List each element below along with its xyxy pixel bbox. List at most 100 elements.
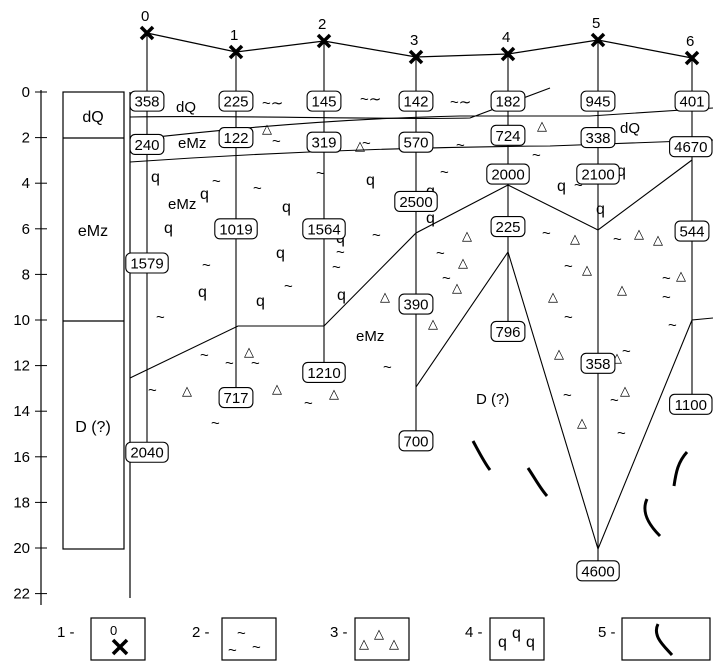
depth-tick-label: 6 [22,221,30,238]
s-curve-group [471,440,689,538]
value-label: 570 [403,135,428,152]
svg-text:~: ~ [617,425,626,442]
depth-tick-label: 12 [13,358,30,375]
section-labels: dQ eMz eMz eMz D (?) dQ [168,99,640,408]
svg-text:△: △ [452,280,462,295]
svg-text:~: ~ [440,164,449,181]
value-label: 724 [495,128,520,145]
lithology-symbols: ~∼~∼~∼ ~~~ ~~~ ~~~ ~~~ ~~~ ~~~ ~~~ ~~~ ~… [148,91,689,538]
svg-text:q: q [366,172,375,189]
value-box [490,320,526,342]
svg-text:~: ~ [362,135,371,152]
svg-text:q: q [596,201,605,218]
value-label: 142 [403,94,428,111]
value-box [218,90,254,112]
value-label: 122 [223,130,248,147]
svg-text:~: ~ [336,244,345,261]
legend-number: 4 - [465,624,483,641]
svg-text:q: q [200,186,209,203]
legend-box-station-marker [90,617,146,661]
wavy-sign-icon: ~ [252,639,261,656]
station-label: 0 [141,8,149,25]
section-label: eMz [356,328,384,345]
svg-text:~: ~ [316,165,325,182]
svg-text:△: △ [329,386,339,401]
stratigraphic-column: dQ eMz D (?) [62,91,131,598]
value-label: 4600 [581,563,614,580]
depth-tick-label: 2 [22,130,30,147]
value-label: 717 [223,390,248,407]
svg-text:~: ~ [564,258,573,275]
svg-text:~: ~ [211,415,220,432]
svg-text:q: q [276,245,285,262]
wavy-sign-icon: ~ [228,642,237,659]
svg-text:△: △ [653,232,663,247]
station-label: 5 [592,15,600,32]
value-box [580,90,616,112]
triangle-sign-icon: △ [389,636,399,651]
value-box [674,90,710,112]
legend-number: 2 - [192,624,210,641]
legend: 1 - 0 2 - ~ ~ ~ 3 - △ △ △ 4 - q q q 5 - [57,617,711,661]
station-marker-icon [590,32,606,48]
value-box [214,218,258,240]
station-label: 6 [686,33,694,50]
svg-text:△: △ [620,383,630,398]
svg-text:~: ~ [662,289,671,306]
svg-text:~: ~ [253,180,262,197]
value-box [129,133,165,155]
svg-text:△: △ [262,121,272,136]
svg-text:q: q [337,287,346,304]
value-label: 2000 [491,167,524,184]
svg-text:~: ~ [456,137,465,154]
svg-text:△: △ [676,268,686,283]
depth-tick-label: 16 [13,449,30,466]
svg-text:~: ~ [304,395,313,412]
depth-tick-label: 10 [13,312,30,329]
svg-text:~: ~ [148,382,157,399]
value-box [306,90,342,112]
value-label: 1100 [675,397,707,414]
value-box [398,90,434,112]
layer-boundaries [129,87,713,551]
svg-text:△: △ [182,383,192,398]
value-label: 945 [585,94,610,111]
svg-text:q: q [557,178,566,195]
svg-text:△: △ [554,346,564,361]
q-sign-icon: q [526,634,535,651]
value-label: 1564 [307,221,340,238]
svg-text:~: ~ [251,355,260,372]
svg-text:~: ~ [156,309,165,326]
value-label: 2500 [399,194,432,211]
triangle-sign-group: △△△ △△△ △△△ △△△ △△△ △△△ △△△ △△ [182,118,686,430]
value-label: 225 [223,94,248,111]
value-box [576,560,620,582]
value-box [669,136,713,158]
svg-text:~: ~ [284,278,293,295]
depth-tick-label: 8 [22,266,30,283]
value-label: 2040 [130,445,163,462]
station-label: 1 [230,27,238,44]
value-box [486,163,530,185]
station-marker-icon [111,638,129,656]
svg-text:q: q [151,169,160,186]
svg-text:q: q [617,163,626,180]
value-boxes: 3582401579204022512210197171453191564121… [125,90,713,582]
q-sign-icon: q [512,625,521,642]
svg-text:△: △ [244,344,254,359]
value-label: 796 [495,324,520,341]
value-box [490,215,526,238]
svg-text:△: △ [537,118,547,133]
value-label: 358 [585,356,610,373]
depth-tick-label: 14 [13,403,30,420]
svg-text:~: ~ [613,231,622,248]
station-marker-icon [228,44,244,60]
value-label: 182 [495,94,520,111]
value-box [129,90,165,112]
boundary-emz-upper [129,139,713,163]
depth-tick-label: 4 [22,175,30,192]
legend-box-wavy [221,617,277,661]
value-label: 544 [679,224,704,241]
value-box [125,252,169,274]
